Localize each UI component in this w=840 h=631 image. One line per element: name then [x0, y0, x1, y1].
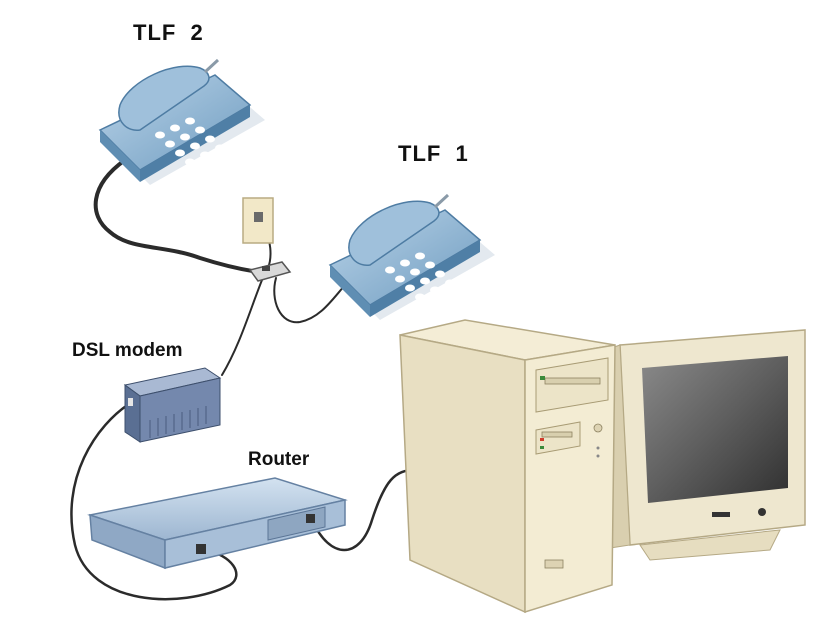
dsl-modem-icon [123, 367, 222, 443]
dsl-modem-label: DSL modem [72, 340, 183, 361]
wall-socket-icon [242, 197, 274, 244]
router-label: Router [248, 449, 310, 470]
telephone-icon [98, 58, 265, 185]
desktop-computer-icon [399, 319, 806, 614]
tlf1-label: TLF 1 [398, 141, 469, 166]
tlf2-label: TLF 2 [133, 20, 204, 45]
cable-splitter-modem [221, 279, 263, 376]
splitter-icon [248, 261, 292, 282]
cable-tlf2-splitter [93, 158, 260, 274]
cable-modem-router [70, 400, 238, 601]
router-icon [87, 477, 348, 570]
cables [70, 158, 417, 601]
cable-splitter-tlf1 [273, 277, 346, 324]
telephone-icon [328, 193, 495, 320]
cable-router-pc [310, 468, 417, 552]
